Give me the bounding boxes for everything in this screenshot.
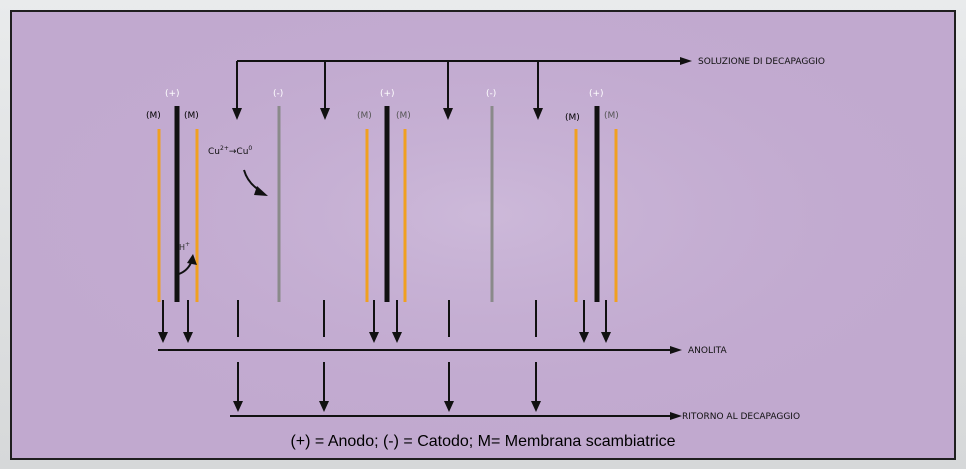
membrane-label-2a: (M)	[357, 111, 372, 121]
membrane-label-3b: (M)	[604, 111, 619, 121]
copper-reduction-text: Cu2+→Cu0	[208, 145, 252, 157]
anolyte-drop-5-head	[579, 332, 589, 343]
proton-text: H+	[179, 241, 190, 252]
proton-curved-arrow-head	[187, 254, 197, 265]
proton-base: H	[179, 243, 185, 252]
anolyte-line: ANOLITA	[158, 346, 727, 356]
anolyte-drop-2-head	[183, 332, 193, 343]
feed-drop-3-head	[443, 108, 453, 120]
cathode-2: (-)	[486, 89, 496, 302]
feed-drop-1-head	[232, 108, 242, 120]
copper-curved-arrow-head	[254, 186, 268, 196]
anolyte-drop-3-head	[369, 332, 379, 343]
feed-drop-4-head	[533, 108, 543, 120]
anode-group-3: (+) (M) (M)	[565, 89, 619, 302]
copper-text-right: Cu	[236, 147, 248, 157]
feed-drop-2-head	[320, 108, 330, 120]
proton-charge: +	[185, 241, 190, 248]
copper-text-left: Cu	[208, 147, 220, 157]
copper-reaction-arrow: →	[229, 147, 237, 157]
return-drops	[233, 300, 541, 412]
return-drop-2-head	[319, 401, 329, 412]
anolyte-drops	[158, 300, 611, 343]
return-drop-1-head	[233, 401, 243, 412]
anode-label-1: (+)	[165, 89, 180, 99]
return-drop-3-head	[444, 401, 454, 412]
anolyte-drop-6-head	[601, 332, 611, 343]
anode-group-2: (+) (M) (M)	[357, 89, 411, 302]
feed-line: SOLUZIONE DI DECAPAGGIO	[237, 57, 825, 67]
feed-drops	[232, 61, 543, 120]
return-line-head	[670, 412, 682, 420]
anode-group-1: (+) (M) (M)	[146, 89, 199, 302]
copper-reduction-annotation: Cu2+→Cu0	[208, 145, 268, 196]
return-drop-4-head	[531, 401, 541, 412]
background-glow	[12, 12, 954, 458]
copper-charge-right: 0	[248, 145, 252, 152]
membrane-label-2b: (M)	[396, 111, 411, 121]
cathode-1: (-)	[273, 89, 283, 302]
return-line-label: RITORNO AL DECAPAGGIO	[682, 412, 800, 422]
membrane-label-1a: (M)	[146, 111, 161, 121]
diagram-panel: SOLUZIONE DI DECAPAGGIO (+) (M) (M)	[10, 10, 956, 460]
anolyte-line-label: ANOLITA	[688, 346, 727, 356]
anolyte-drop-1-head	[158, 332, 168, 343]
cathode-label-2: (-)	[486, 89, 496, 99]
electrolysis-cell-diagram: SOLUZIONE DI DECAPAGGIO (+) (M) (M)	[12, 12, 954, 458]
legend-caption: (+) = Anodo; (-) = Catodo; M= Membrana s…	[290, 433, 676, 450]
copper-charge-left: 2+	[220, 145, 229, 152]
membrane-label-1b: (M)	[184, 111, 199, 121]
cathode-label-1: (-)	[273, 89, 283, 99]
return-line: RITORNO AL DECAPAGGIO	[230, 412, 800, 422]
anode-label-2: (+)	[380, 89, 395, 99]
anolyte-line-head	[670, 346, 682, 354]
anode-label-3: (+)	[589, 89, 604, 99]
feed-line-label: SOLUZIONE DI DECAPAGGIO	[698, 57, 825, 67]
proton-annotation: H+	[178, 241, 197, 275]
feed-line-head	[680, 57, 692, 65]
membrane-label-3a: (M)	[565, 113, 580, 123]
anolyte-drop-4-head	[392, 332, 402, 343]
